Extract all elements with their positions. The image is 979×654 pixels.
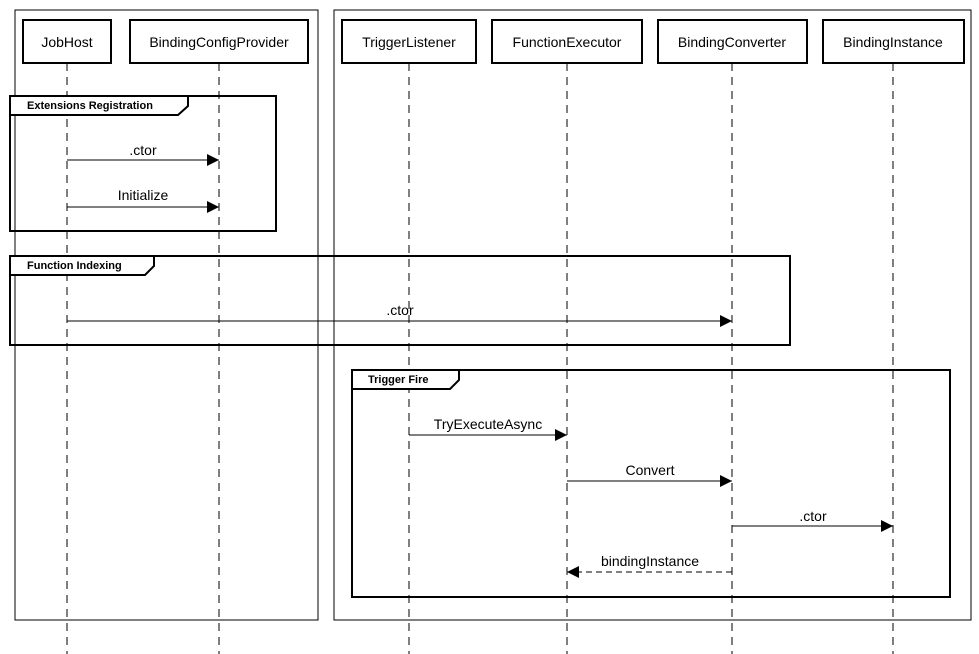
participant-bindingconverter: BindingConverter <box>657 19 808 64</box>
message-label: .ctor <box>386 302 414 318</box>
left-group-box <box>14 9 319 621</box>
message-label: .ctor <box>799 508 827 524</box>
participant-label: BindingConfigProvider <box>149 34 289 50</box>
fragment-label: Trigger Fire <box>368 374 429 386</box>
participant-label: BindingInstance <box>843 34 943 50</box>
message-binding-instance-return: bindingInstance <box>567 553 732 578</box>
message-label: .ctor <box>129 142 157 158</box>
message-label: Convert <box>625 462 674 478</box>
fragment-extensions-registration: Extensions Registration <box>9 95 277 232</box>
message-ctor-converter: .ctor <box>67 302 732 327</box>
participant-jobhost: JobHost <box>22 19 112 64</box>
participant-bindinginstance: BindingInstance <box>822 19 965 64</box>
participant-label: BindingConverter <box>678 34 787 50</box>
message-ctor-instance: .ctor <box>732 508 893 532</box>
fragment-label: Function Indexing <box>27 260 122 272</box>
message-label: Initialize <box>118 187 169 203</box>
message-try-execute-async: TryExecuteAsync <box>409 416 567 441</box>
participant-functionexecutor: FunctionExecutor <box>491 19 643 64</box>
message-convert: Convert <box>567 462 732 487</box>
message-initialize: Initialize <box>67 187 219 213</box>
message-label: bindingInstance <box>601 553 699 569</box>
participant-bindingconfigprovider: BindingConfigProvider <box>129 19 309 64</box>
participant-label: FunctionExecutor <box>513 34 622 50</box>
fragment-label: Extensions Registration <box>27 100 153 112</box>
message-ctor-config: .ctor <box>67 142 219 166</box>
right-group-box <box>333 9 972 621</box>
participant-label: JobHost <box>41 34 92 50</box>
fragment-function-indexing: Function Indexing <box>9 255 791 346</box>
fragment-trigger-fire: Trigger Fire <box>351 369 951 598</box>
participant-triggerlistener: TriggerListener <box>341 19 477 64</box>
participant-label: TriggerListener <box>362 34 456 50</box>
message-label: TryExecuteAsync <box>434 416 542 432</box>
